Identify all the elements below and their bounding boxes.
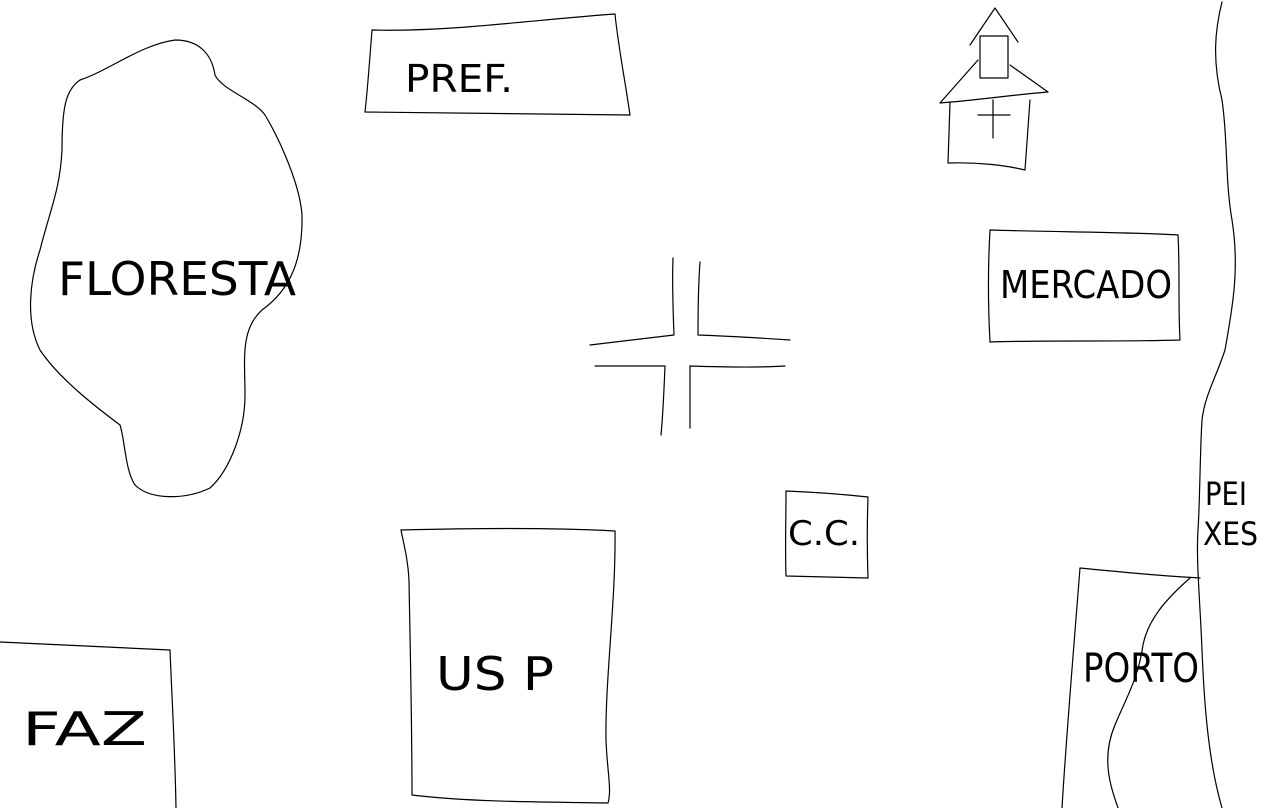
fish-label-line1: PEI [1205,475,1247,513]
farm-area: FAZ [0,641,177,808]
fish-label-line2: XES [1203,515,1258,553]
road-north-east-edge [697,261,791,341]
market-building: MERCADO [987,229,1181,343]
church-icon [939,7,1049,171]
road-north-west-edge [589,257,675,346]
river-west-bank [1107,577,1191,808]
forest-outline [29,39,303,498]
university-label: US P [436,647,554,701]
port-building: PORTO [1061,567,1201,808]
crossroads-icon [589,257,791,436]
market-outline [987,229,1181,343]
city-hall-label: PREF. [405,57,513,101]
forest-area: FLORESTA [29,39,303,498]
church-body [947,99,1031,171]
farm-label: FAZ [22,702,147,756]
river: PEI XES [1107,1,1258,808]
university-building: US P [400,528,616,804]
university-outline [400,528,616,804]
farm-outline [0,641,177,808]
church-roof [939,59,1049,104]
shopping-center-outline [784,490,869,579]
market-label: MERCADO [1000,263,1172,307]
port-outline [1061,567,1201,808]
church-cross [977,99,1011,139]
shopping-center-building: C.C. [784,490,869,579]
city-hall-building: PREF. [364,13,631,116]
church-steeple [969,7,1019,79]
forest-label: FLORESTA [58,252,297,306]
port-label: PORTO [1083,646,1199,692]
river-east-bank [1196,1,1236,808]
shopping-center-label: C.C. [788,514,860,554]
road-south-west-edge [594,365,666,436]
city-hall-outline [364,13,631,116]
road-south-east-edge [689,365,786,429]
